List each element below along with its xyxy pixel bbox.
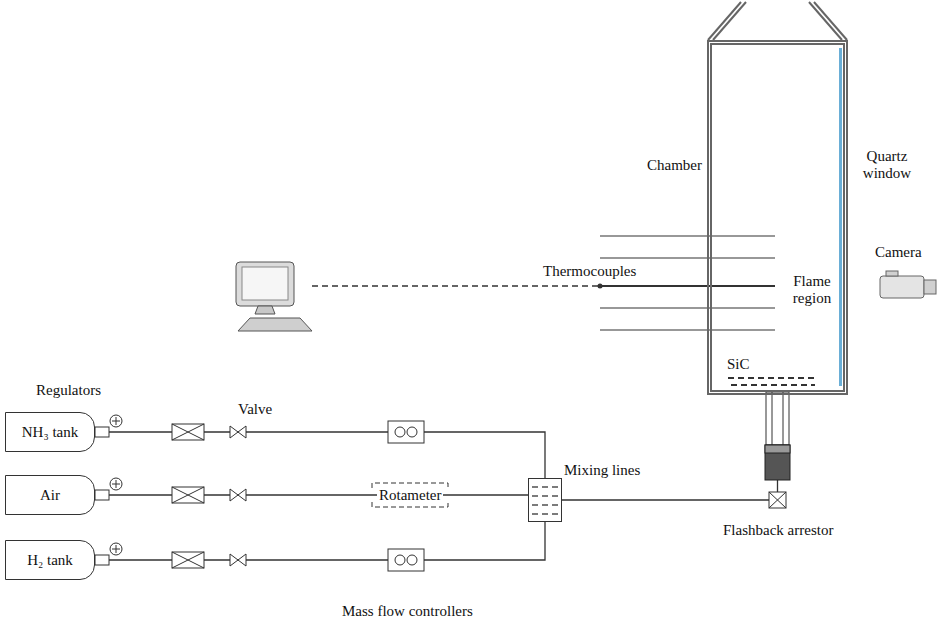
part-label: Quartz window: [856, 148, 918, 182]
gas-pipe: [95, 494, 528, 495]
data-line: [312, 285, 598, 286]
nh3-line-fittings: [95, 415, 424, 443]
camera-icon: [880, 271, 936, 298]
quartz-window: [839, 48, 842, 386]
flashback-arrestor-valve: [769, 492, 786, 508]
gas-tank: NH₃ tank: [5, 412, 95, 452]
gas-tank: H₂ tank: [5, 540, 95, 580]
h2-line-fittings: [95, 543, 424, 571]
mixing-box: Mixing lines: [528, 478, 562, 522]
air-line-fittings: [95, 478, 448, 507]
computer-icon: [236, 262, 312, 331]
node-label: NH₃ tank: [22, 424, 78, 441]
node-label: H₂ tank: [27, 552, 73, 569]
gas-tank: Air: [5, 475, 95, 515]
part-label: Mass flow controllers: [342, 603, 473, 620]
part-label: Camera: [875, 244, 922, 261]
junction-dot: [598, 284, 603, 289]
part-label: SiC: [727, 356, 750, 373]
gas-pipe: [95, 432, 545, 478]
thermocouple-probes: [600, 236, 775, 330]
gas-pipe: [562, 395, 778, 500]
part-label: Flashback arrestor: [723, 522, 833, 539]
part-label: Flame region: [785, 273, 839, 307]
part-label: Rotameter: [377, 487, 443, 504]
mixing-baffles: [529, 479, 561, 521]
combustion-chamber: Chamber: [707, 40, 848, 395]
part-label: Valve: [238, 401, 272, 418]
sic-bed: [728, 378, 815, 385]
chamber-exhaust: [708, 2, 847, 40]
burner-tube: [765, 392, 790, 480]
part-label: Regulators: [36, 382, 101, 399]
part-label: Thermocouples: [541, 263, 638, 280]
node-label: Chamber: [647, 157, 702, 174]
node-label: Mixing lines: [564, 462, 640, 479]
gas-pipe: [95, 522, 545, 560]
node-label: Air: [40, 487, 60, 504]
